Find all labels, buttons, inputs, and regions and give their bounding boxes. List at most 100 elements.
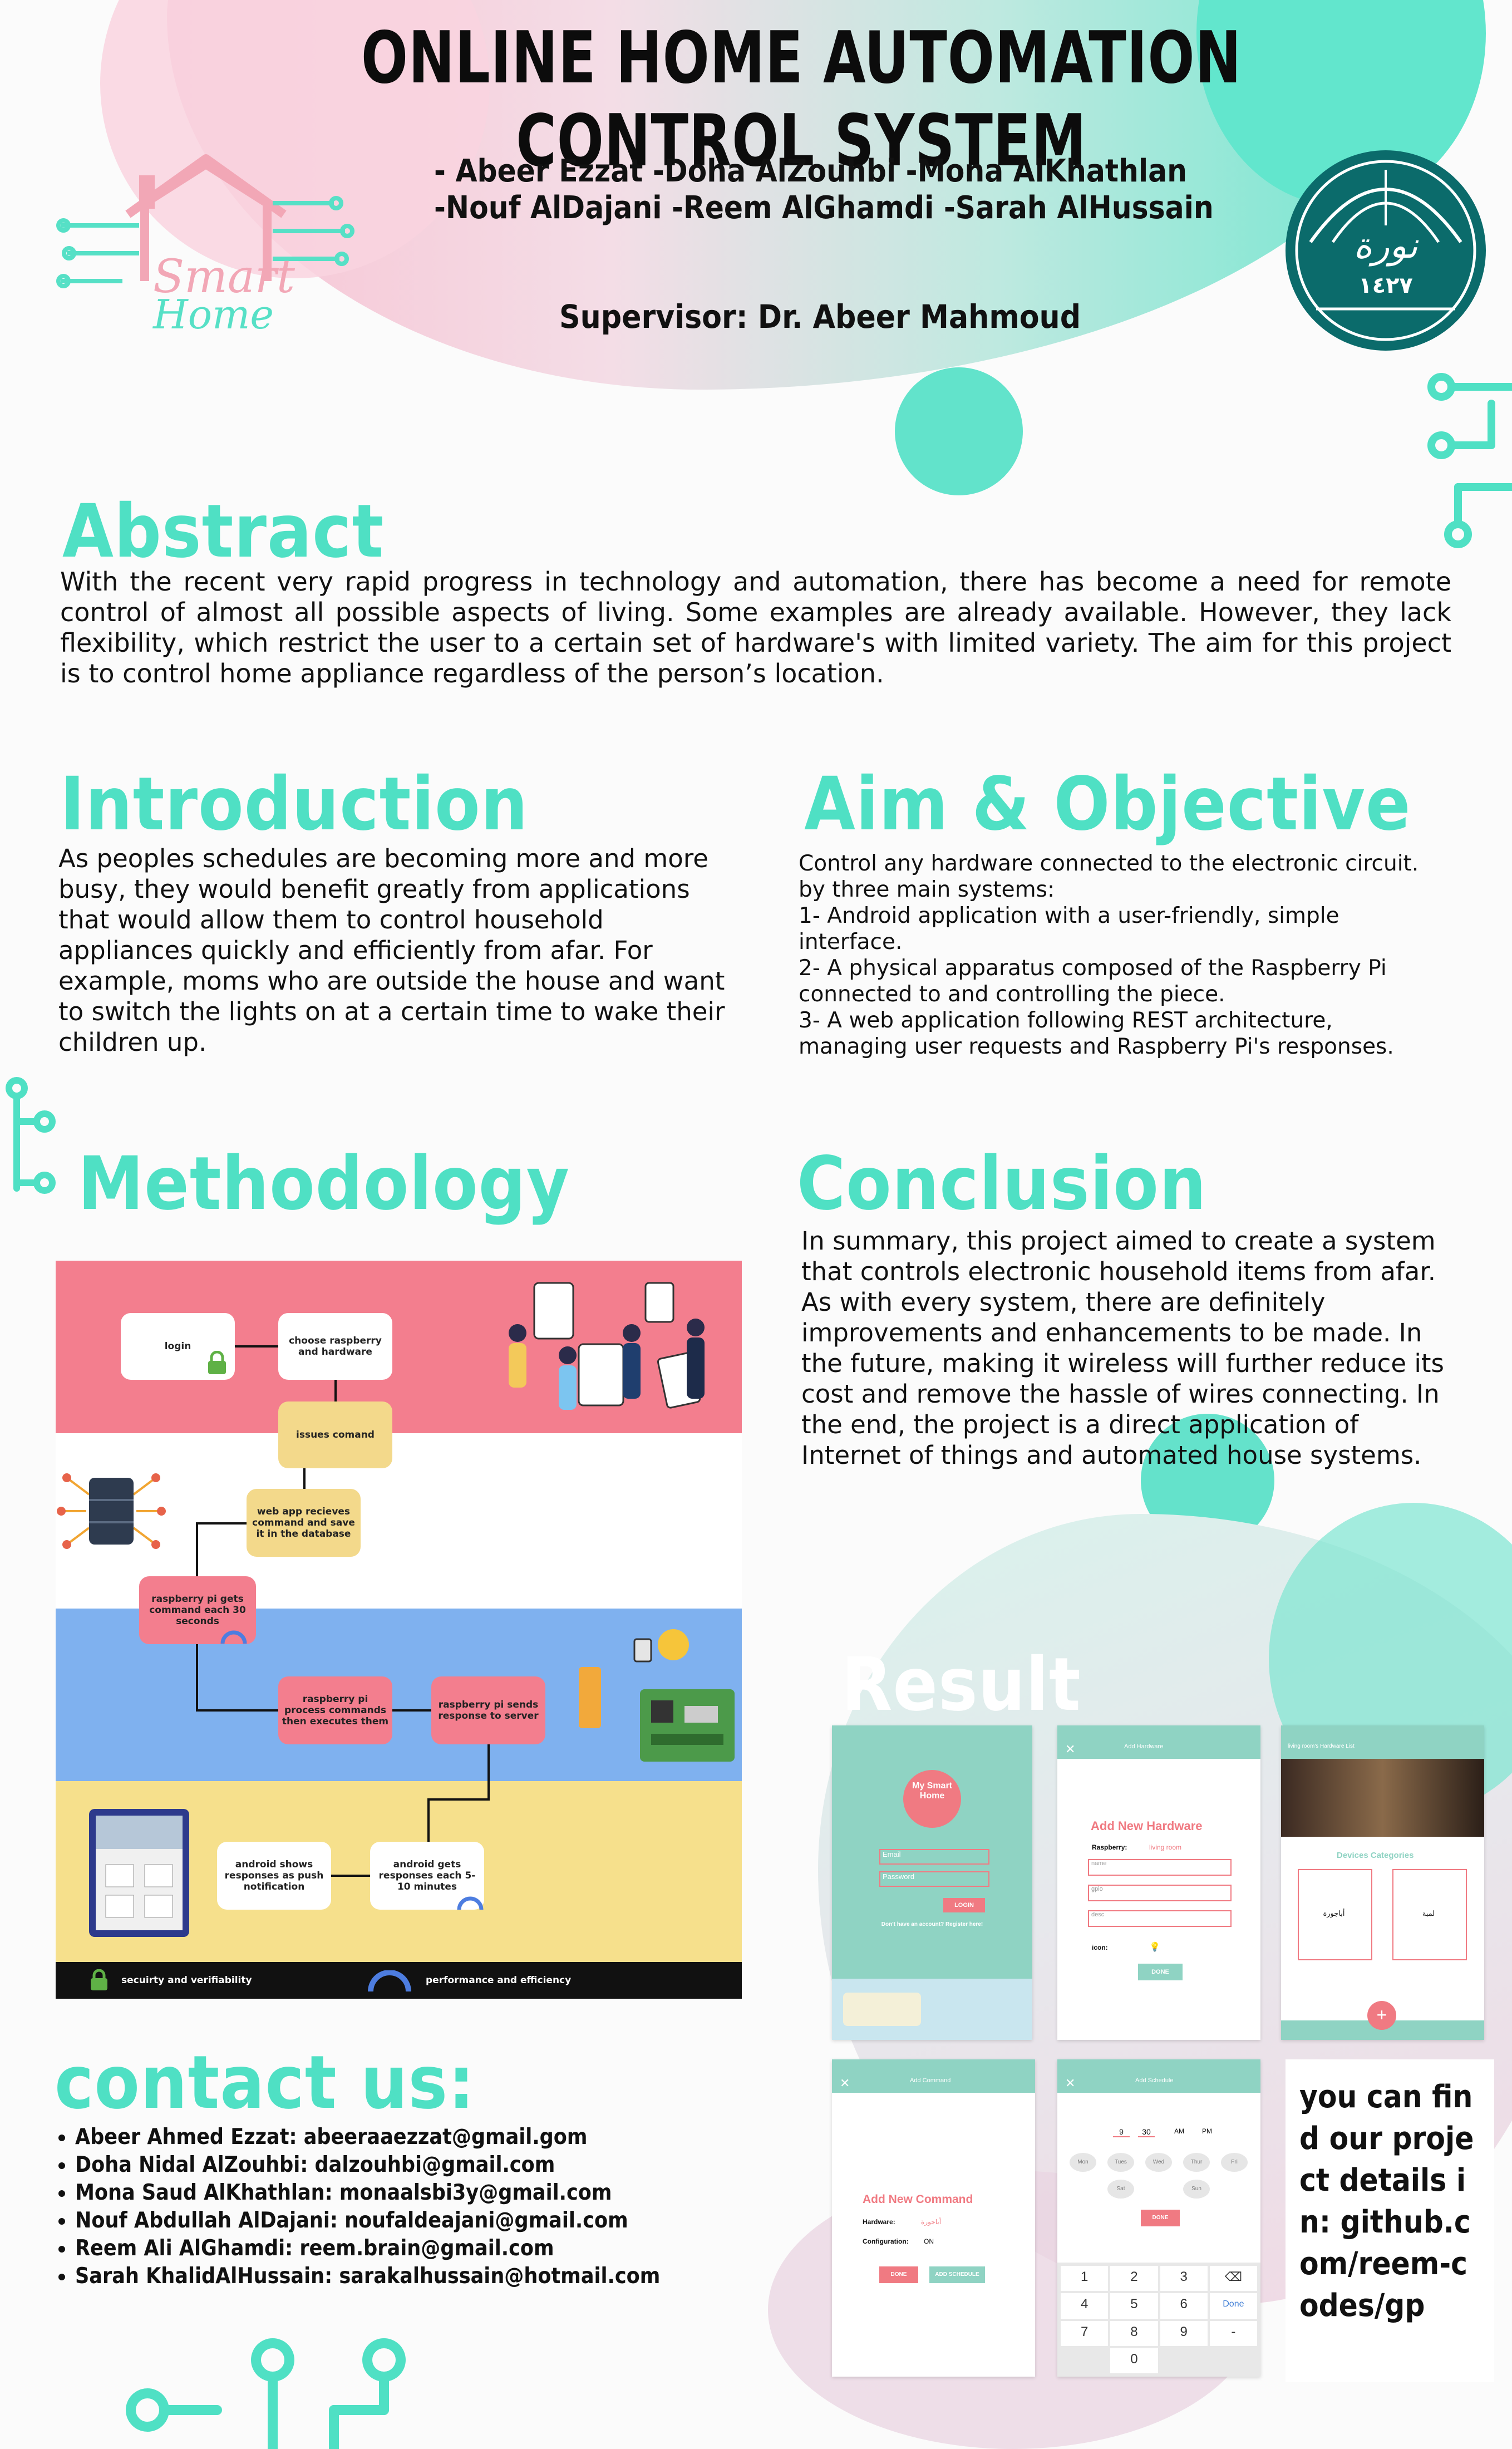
- speed-icon: [220, 1630, 247, 1644]
- keypad-key[interactable]: 0: [1110, 2348, 1158, 2373]
- arrow: [196, 1522, 247, 1525]
- app-logo-text: My Smart Home: [912, 1781, 953, 1801]
- contact-item: Abeer Ahmed Ezzat: abeeraaezzat@gmail.go…: [75, 2123, 660, 2151]
- aim-line: by three main systems:: [799, 877, 1055, 902]
- day-chip[interactable]: Sat: [1107, 2180, 1134, 2199]
- topbar-title: Add Hardware: [1124, 1743, 1164, 1750]
- seal-year: ١٤٢٧: [1358, 273, 1413, 298]
- day-chip[interactable]: Thur: [1183, 2153, 1210, 2172]
- add-fab-icon[interactable]: +: [1367, 2001, 1396, 2030]
- gpio-field[interactable]: gpio: [1088, 1885, 1232, 1901]
- seal-icon: [1286, 150, 1486, 351]
- flow-box-choose: choose raspberry and hardware: [278, 1313, 392, 1380]
- github-note: you can find our project details in: git…: [1299, 2079, 1474, 2324]
- seal-script: نورة: [1353, 225, 1418, 267]
- room-photo: [1281, 1759, 1484, 1837]
- minute-input[interactable]: 30: [1138, 2127, 1155, 2137]
- arrow: [196, 1644, 198, 1711]
- contact-item: Mona Saud AlKhathlan: monaalsbi3y@gmail.…: [75, 2179, 660, 2207]
- register-link[interactable]: Don't have an account? Register here!: [881, 1921, 983, 1927]
- device-name: أباجورة: [1323, 1909, 1345, 1917]
- keypad-key: [1209, 2348, 1257, 2373]
- close-icon[interactable]: ✕: [1065, 2076, 1076, 2090]
- github-note-card: you can find our project details in: git…: [1286, 2059, 1494, 2382]
- arrow: [196, 1709, 278, 1712]
- keypad-key[interactable]: 9: [1160, 2320, 1208, 2346]
- done-button[interactable]: DONE: [1141, 2210, 1180, 2226]
- close-icon[interactable]: ✕: [1065, 1742, 1076, 1756]
- hardware-select[interactable]: أباجورة: [921, 2218, 942, 2226]
- keypad-key[interactable]: 7: [1061, 2320, 1109, 2346]
- login-button[interactable]: LOGIN: [943, 1898, 985, 1912]
- keypad-key[interactable]: 2: [1110, 2266, 1158, 2291]
- circuit-icon-right: [1427, 373, 1512, 548]
- config-select[interactable]: ON: [924, 2237, 934, 2245]
- devices-title: Devices Categories: [1337, 1851, 1414, 1860]
- device-card[interactable]: [1392, 1869, 1467, 1960]
- keypad-key[interactable]: 6: [1160, 2293, 1208, 2319]
- flow-box-rpi-sends: raspberry pi sends response to server: [431, 1676, 545, 1744]
- supervisor: Supervisor: Dr. Abeer Mahmoud: [559, 298, 1081, 336]
- keypad-key: [1061, 2348, 1109, 2373]
- introduction-heading: Introduction: [60, 761, 529, 847]
- contact-list: Abeer Ahmed Ezzat: abeeraaezzat@gmail.go…: [53, 2123, 660, 2290]
- keypad-key[interactable]: 1: [1061, 2266, 1109, 2291]
- contact-item: Sarah KhalidAlHussain: sarakalhussain@ho…: [75, 2263, 660, 2290]
- bulb-icon[interactable]: 💡: [1149, 1943, 1160, 1952]
- circuit-icon-left: [6, 1077, 56, 1194]
- keypad-key[interactable]: ⌫: [1209, 2266, 1257, 2291]
- day-chip[interactable]: Wed: [1145, 2153, 1172, 2172]
- aim-text: Control any hardware connected to the el…: [799, 850, 1444, 1060]
- speed-icon: [368, 1970, 411, 1992]
- form-title: Add New Command: [863, 2193, 973, 2206]
- pm-radio[interactable]: PM: [1202, 2127, 1212, 2135]
- day-chip[interactable]: Mon: [1070, 2153, 1096, 2172]
- day-chip[interactable]: Sun: [1183, 2180, 1210, 2199]
- aim-line: 2- A physical apparatus composed of the …: [799, 956, 1387, 1007]
- abstract-heading: Abstract: [62, 489, 385, 574]
- done-button[interactable]: DONE: [879, 2266, 918, 2283]
- password-field[interactable]: Password: [879, 1871, 989, 1887]
- raspberry-select[interactable]: living room: [1149, 1843, 1182, 1851]
- arrow: [235, 1345, 278, 1348]
- aim-line: 1- Android application with a user-frien…: [799, 903, 1339, 955]
- authors: - Abeer Ezzat -Doha AlZouhbi -Mona AlKha…: [434, 153, 1214, 227]
- arrow: [331, 1875, 370, 1877]
- keypad-key[interactable]: -: [1209, 2320, 1257, 2346]
- result-heading: Result: [841, 1642, 1081, 1728]
- keypad-key[interactable]: 8: [1110, 2320, 1158, 2346]
- arrow: [427, 1798, 430, 1842]
- arrow: [487, 1744, 490, 1800]
- hour-input[interactable]: 9: [1113, 2127, 1130, 2137]
- keypad-key[interactable]: 5: [1110, 2293, 1158, 2319]
- am-radio[interactable]: AM: [1174, 2127, 1184, 2135]
- tablet-illustration: [89, 1809, 189, 1937]
- aim-line: Control any hardware connected to the el…: [799, 851, 1419, 876]
- keypad-key[interactable]: 4: [1061, 2293, 1109, 2319]
- close-icon[interactable]: ✕: [840, 2076, 850, 2090]
- keypad-key[interactable]: Done: [1209, 2293, 1257, 2319]
- day-chip[interactable]: Tues: [1107, 2153, 1134, 2172]
- add-schedule-button[interactable]: ADD SCHEDULE: [929, 2266, 985, 2283]
- day-chip[interactable]: Fri: [1221, 2153, 1248, 2172]
- house-icon: [56, 154, 354, 288]
- arrow: [196, 1522, 198, 1576]
- device-card[interactable]: [1298, 1869, 1372, 1960]
- screenshot-login: My Smart Home Email Password LOGIN Don't…: [832, 1725, 1032, 2040]
- speed-icon: [457, 1896, 484, 1910]
- page-title: ONLINE HOME AUTOMATION CONTROL SYSTEM: [361, 17, 1242, 183]
- abstract-text: With the recent very rapid progress in t…: [60, 567, 1451, 689]
- flow-legend-bar: [56, 1962, 742, 1999]
- done-button[interactable]: DONE: [1138, 1964, 1183, 1980]
- desc-field[interactable]: desc: [1088, 1910, 1232, 1927]
- legend-performance: performance and efficiency: [426, 1975, 572, 1986]
- hardware-label: Hardware:: [863, 2218, 895, 2226]
- name-field[interactable]: name: [1088, 1859, 1232, 1876]
- contact-item: Doha Nidal AlZouhbi: dalzouhbi@gmail.com: [75, 2151, 660, 2179]
- keypad-key[interactable]: 3: [1160, 2266, 1208, 2291]
- email-field[interactable]: Email: [879, 1849, 989, 1865]
- app-logo: [903, 1770, 961, 1828]
- aim-heading: Aim & Objective: [804, 761, 1411, 847]
- screenshot-devices: living room's Hardware List Devices Cate…: [1281, 1725, 1484, 2040]
- screenshot-add-schedule: Add Schedule ✕ 9 30 AM PM Mon Tues Wed T…: [1057, 2059, 1260, 2377]
